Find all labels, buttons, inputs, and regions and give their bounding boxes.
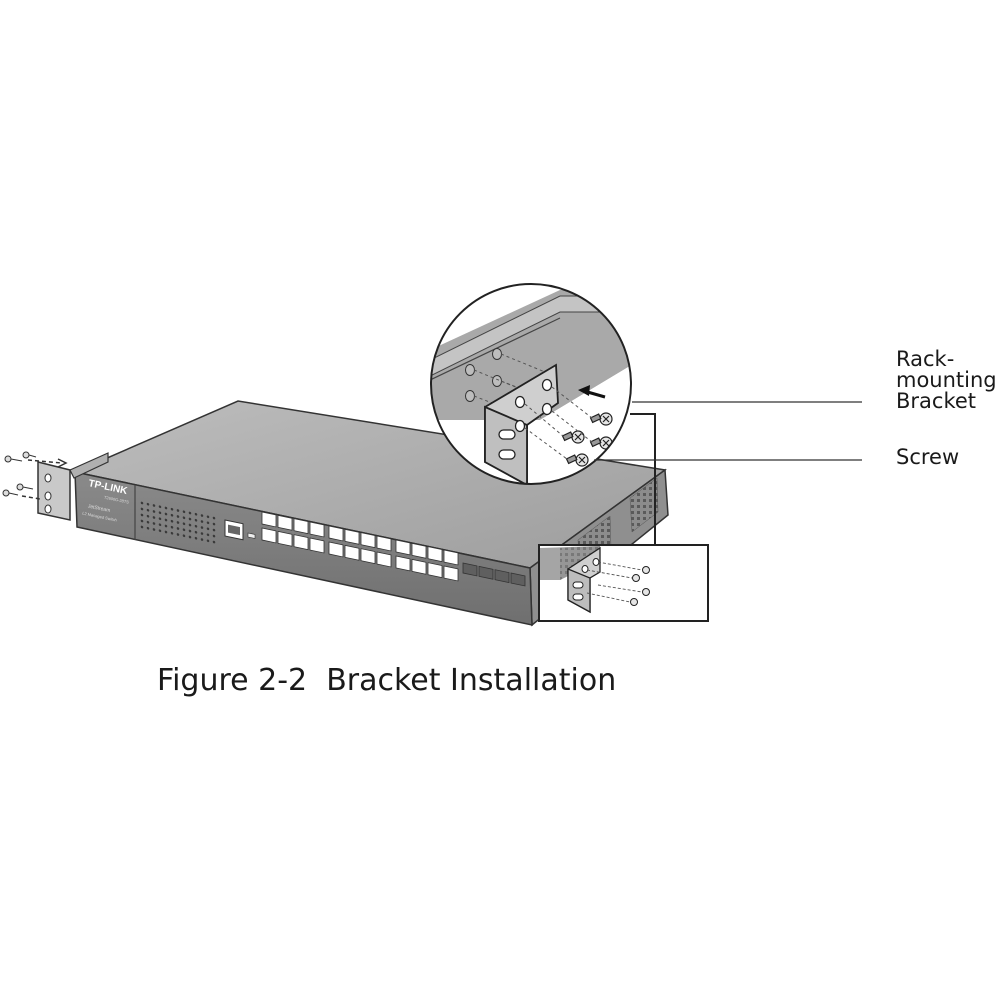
figure-caption: Figure 2-2 Bracket Installation (157, 663, 617, 698)
rack-mounting-bracket-label: Rack- mounting Bracket (896, 347, 997, 413)
led-indicator-panel (140, 501, 216, 544)
model-label: T2600G-28TS (104, 495, 130, 505)
detail-connector (630, 413, 656, 545)
magnified-detail (430, 283, 632, 485)
console-port (224, 519, 244, 541)
left-rack-bracket (37, 452, 109, 521)
left-screws (2, 451, 68, 500)
inset-detail (538, 544, 709, 622)
screw-label: Screw (896, 445, 960, 469)
sfp-slots (462, 562, 526, 587)
series-label: JetStream (87, 503, 111, 514)
ethernet-ports (261, 511, 459, 582)
usb-port (247, 532, 256, 539)
